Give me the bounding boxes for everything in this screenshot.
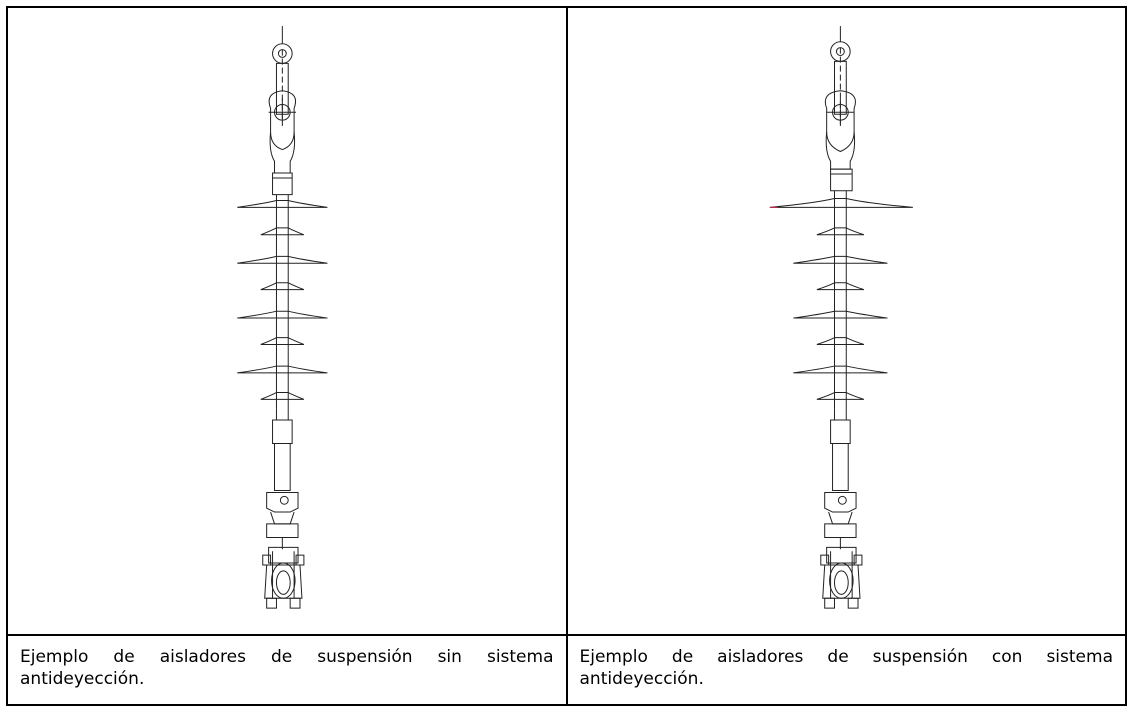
figure-table: Ejemplo de aisladores de suspensión sin … <box>6 6 1127 706</box>
socket-neck <box>270 132 294 173</box>
shed-group <box>793 228 887 399</box>
antiejection-shed <box>769 199 912 208</box>
top-end-fitting <box>273 173 293 195</box>
top-end-fitting <box>830 169 852 191</box>
caption-right: Ejemplo de aisladores de suspensión con … <box>565 634 1127 706</box>
insulator-drawing-with-antiejection <box>568 8 1126 634</box>
clevis-link <box>267 492 298 512</box>
insulator-drawing-without-antiejection <box>8 8 566 634</box>
socket-neck <box>826 132 854 169</box>
caption-left: Ejemplo de aisladores de suspensión sin … <box>6 634 568 706</box>
bottom-tongue <box>275 443 291 490</box>
clevis-pin <box>838 496 846 504</box>
socket-eye <box>269 91 295 150</box>
bottom-tongue <box>832 443 848 490</box>
bottom-end-fitting <box>830 420 850 444</box>
bottom-end-fitting <box>273 420 293 444</box>
figure-cell-left <box>6 6 568 636</box>
figure-cell-right <box>565 6 1127 636</box>
suspension-clamp <box>263 547 304 608</box>
clevis-pin <box>280 496 288 504</box>
shed-group <box>237 200 327 399</box>
socket-eye <box>825 91 855 152</box>
clevis-link <box>824 492 855 512</box>
suspension-clamp <box>820 547 861 608</box>
